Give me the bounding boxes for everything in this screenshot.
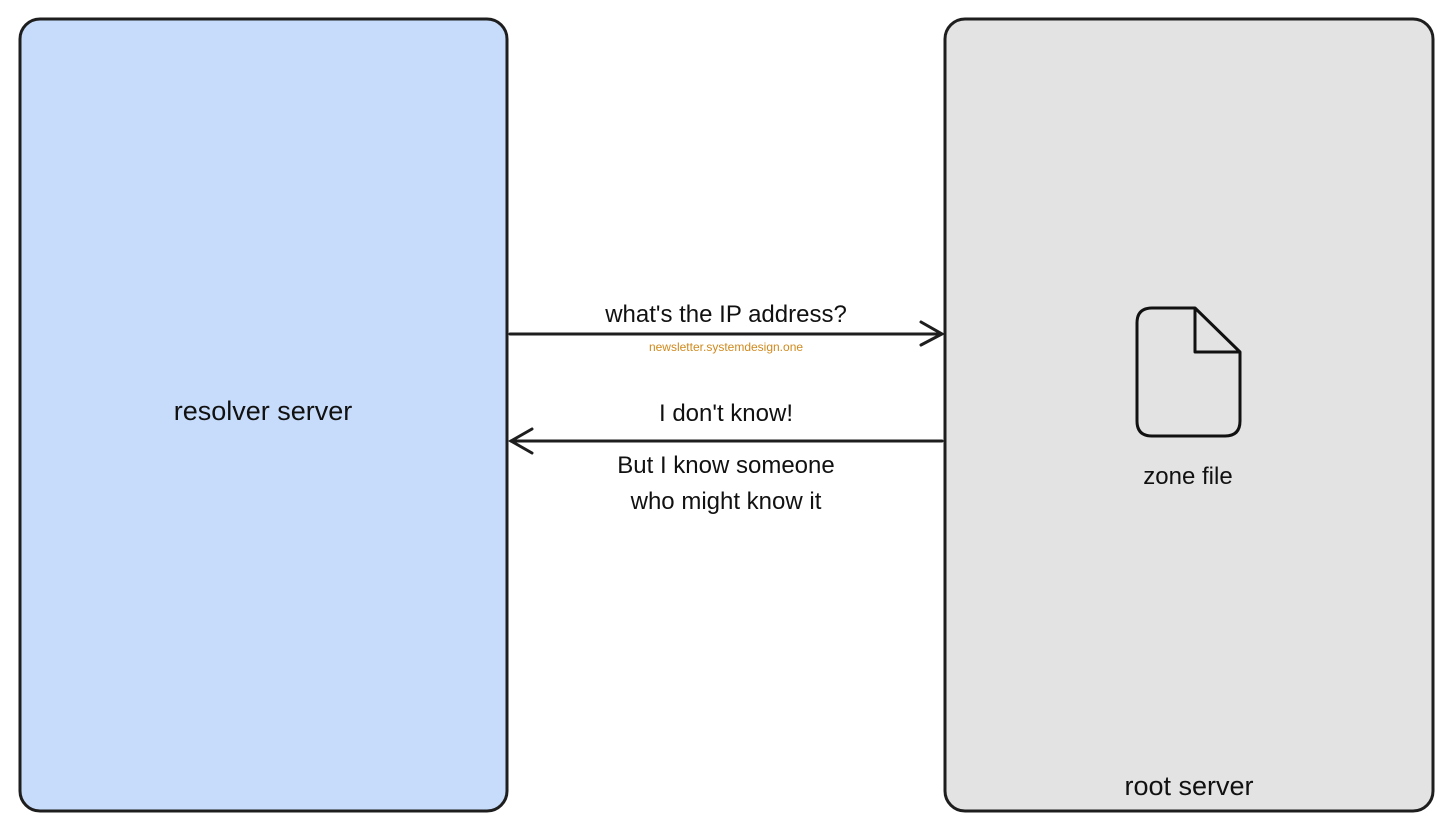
- root-server-label: root server: [1124, 771, 1254, 801]
- root-server-box: [943, 17, 1435, 813]
- response-label-line3: who might know it: [630, 488, 822, 515]
- response-label-line1: I don't know!: [659, 400, 793, 427]
- response-arrow: [507, 427, 944, 455]
- request-label: what's the IP address?: [605, 301, 847, 328]
- resolver-server-box: [18, 17, 509, 813]
- response-label-line2: But I know someone: [617, 452, 835, 479]
- watermark: newsletter.systemdesign.one: [648, 340, 804, 354]
- resolver-server-label: resolver server: [173, 396, 353, 426]
- zone-file-label: zone file: [1143, 463, 1233, 490]
- request-arrow: [508, 320, 946, 347]
- file-icon: [1135, 306, 1242, 438]
